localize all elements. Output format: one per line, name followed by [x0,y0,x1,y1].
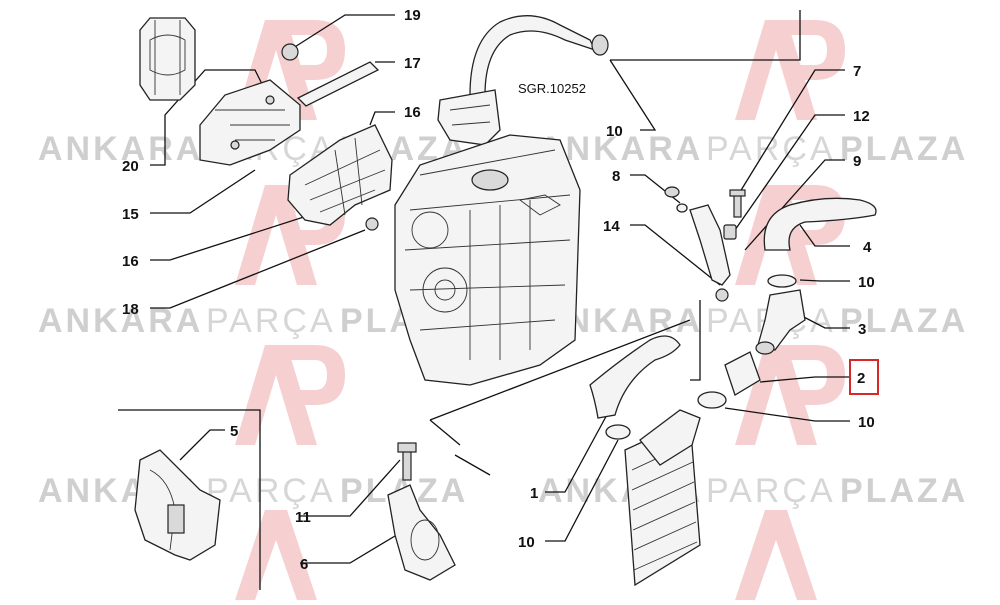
callout-1: 1 [530,485,538,502]
callout-20: 20 [122,158,139,175]
highlight-callout-2[interactable]: 2 [849,359,879,395]
callout-4: 4 [863,239,872,256]
part-mount-6 [387,484,456,581]
watermark-word: PLAZA [840,472,968,510]
callout-3: 3 [858,321,866,338]
part-hose-1 [589,335,681,440]
callout-16-top: 16 [404,104,421,121]
callout-15: 15 [122,206,139,223]
part-hose-4 [763,197,877,251]
callout-12: 12 [853,108,870,125]
part-sleeve-2 [724,351,761,396]
callout-10-top: 10 [606,123,623,140]
part-bolt-12 [723,189,746,240]
callout-labels: 19 17 16 20 15 16 18 5 11 6 1 10 10 8 14… [122,7,875,573]
part-clamp-10-lower [697,391,727,409]
sgr-reference: SGR.10252 [518,81,586,96]
callout-8: 8 [612,168,620,185]
watermark-word: ANKARA [38,302,203,340]
part-strip [296,61,380,107]
part-nut [281,43,299,61]
part-egr-pipe: SGR.10252 [437,15,609,146]
part-small-bolt [365,217,379,231]
callout-10-right-upper: 10 [858,274,875,291]
part-engine-block [394,134,581,386]
part-bracket-14 [689,204,731,302]
part-intercooler [624,409,701,587]
part-clamp-10-upper [767,274,797,288]
callout-17: 17 [404,55,421,72]
watermark-word: PLAZA [840,130,968,168]
callout-11: 11 [295,509,311,526]
callout-2: 2 [857,370,865,387]
watermark-word: PARÇA [706,472,836,510]
callout-16-left: 16 [122,253,139,270]
part-bracket-plate [199,79,301,166]
part-bracket-5 [134,449,221,561]
part-heat-shield [287,124,393,226]
part-pipe-3 [755,289,806,355]
watermark-word: PARÇA [706,130,836,168]
callout-14: 14 [603,218,620,235]
callout-5: 5 [230,423,238,440]
part-bolt-11 [397,442,417,481]
callout-10-bottom: 10 [518,534,535,551]
highlight-box[interactable] [849,359,879,395]
part-washer-8 [664,186,688,213]
watermark-word: PARÇA [206,472,336,510]
callout-19: 19 [404,7,421,24]
callout-7: 7 [853,63,861,80]
watermark-word: PLAZA [840,302,968,340]
part-bracket-mount [139,17,196,101]
callout-10-right-lower: 10 [858,414,875,431]
callout-18: 18 [122,301,139,318]
watermark-word: ANKARA [38,130,203,168]
callout-6: 6 [300,556,308,573]
watermark-word: PARÇA [206,302,336,340]
callout-9: 9 [853,153,861,170]
